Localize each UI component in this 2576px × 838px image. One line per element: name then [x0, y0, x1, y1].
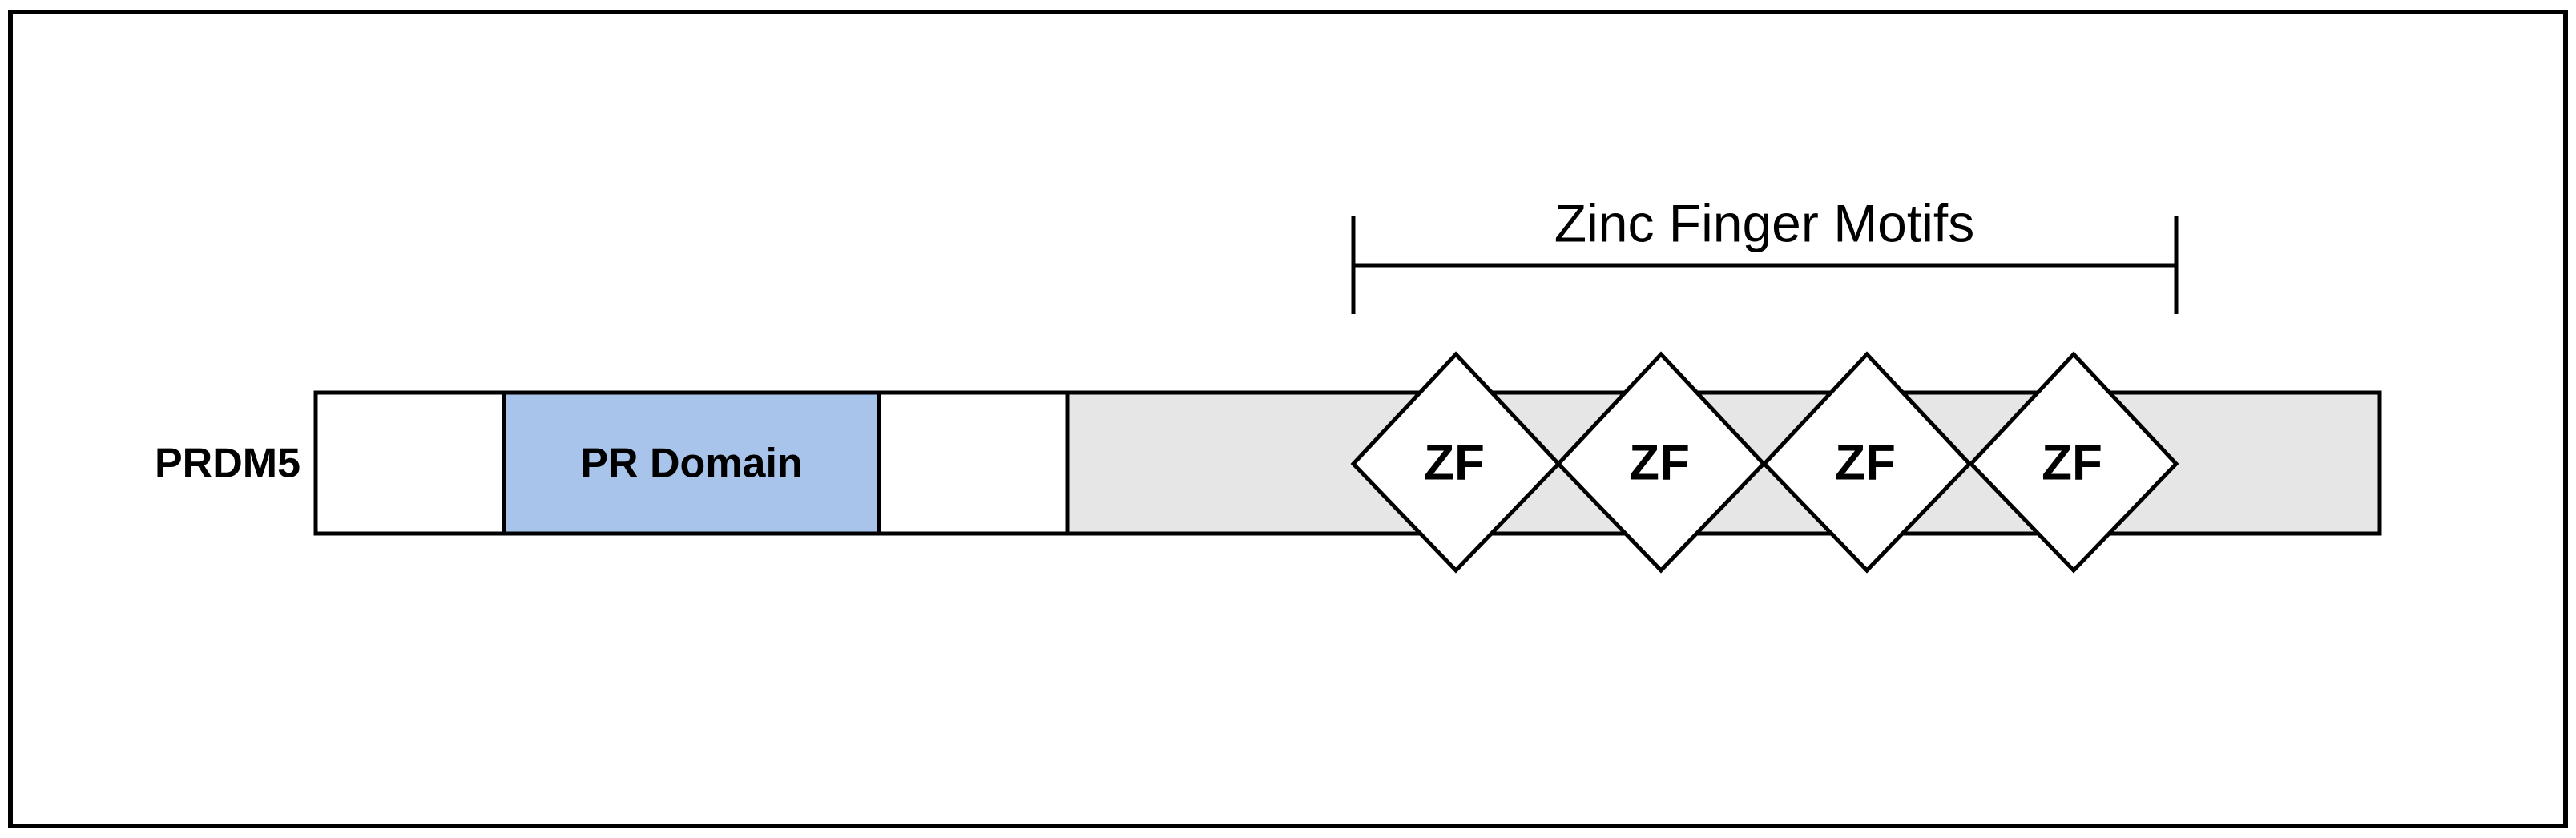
- pr-domain-label: PR Domain: [580, 441, 802, 487]
- zinc-finger-group: ZF ZF ZF ZF: [1350, 351, 2179, 574]
- protein-name-label: PRDM5: [155, 441, 300, 487]
- zinc-finger-bracket: [1351, 216, 2179, 314]
- segment-n-terminal: [313, 390, 506, 536]
- zinc-finger-diamond: [1555, 351, 1767, 574]
- zinc-finger-diamond: [1968, 351, 2179, 574]
- bracket-label: Zinc Finger Motifs: [1554, 193, 1974, 252]
- segment-linker: [877, 390, 1070, 536]
- zinc-finger-label: ZF: [1835, 435, 1896, 490]
- zinc-finger-label: ZF: [2042, 435, 2102, 490]
- zinc-finger-diamond: [1761, 351, 1973, 574]
- protein-bar: [313, 390, 2382, 536]
- segment-pr-domain: [502, 390, 881, 536]
- zinc-finger-label: ZF: [1424, 435, 1485, 490]
- zinc-finger-diamond: [1350, 351, 1562, 574]
- zinc-finger-label: ZF: [1629, 435, 1690, 490]
